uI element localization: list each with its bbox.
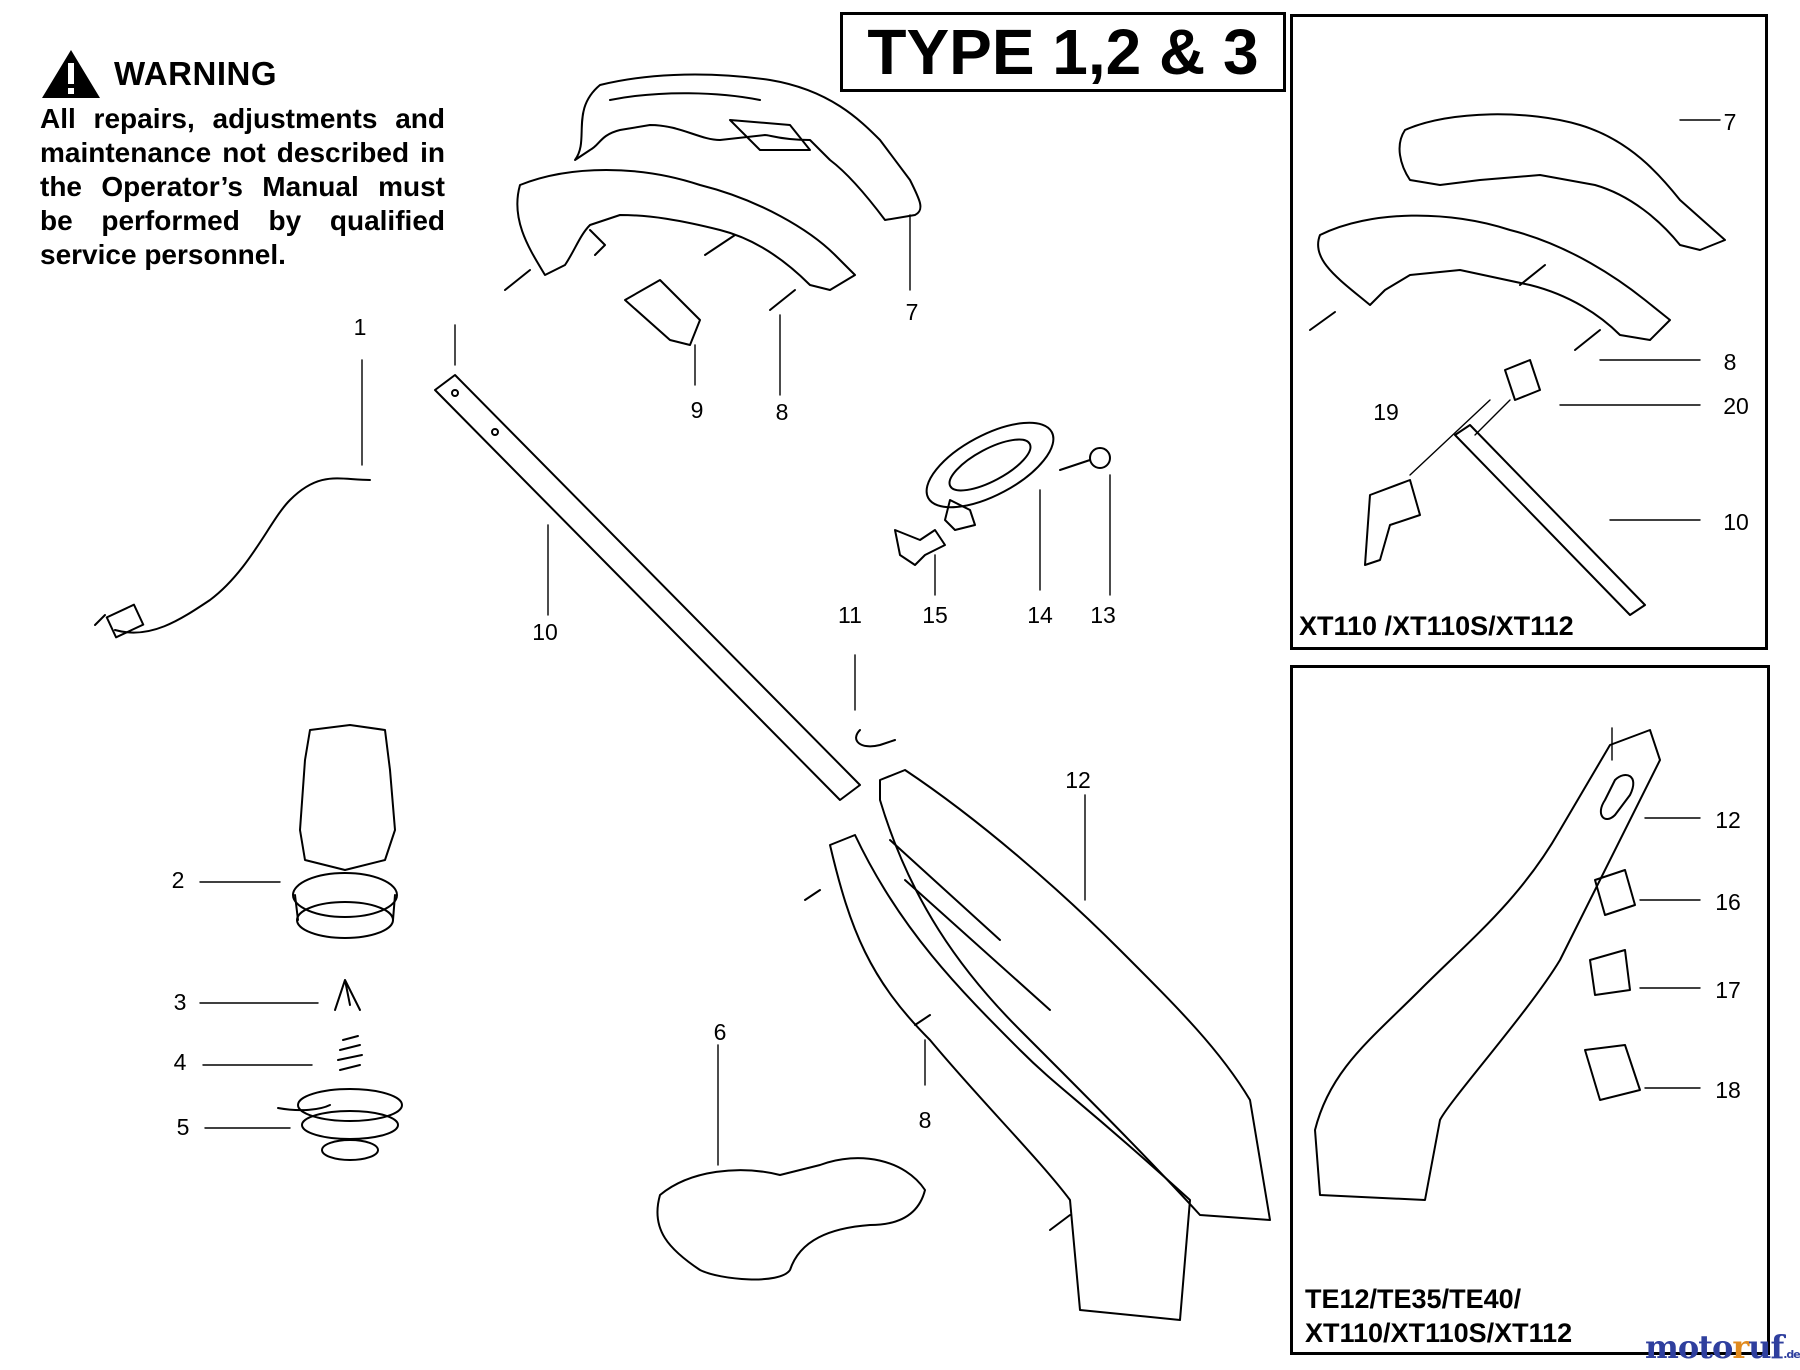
callout-8: 8 [776, 399, 789, 425]
part-9 [624, 279, 701, 346]
panel-lower-label: TE12/TE35/TE40/ XT110/XT110S/XT112 [1305, 1284, 1573, 1348]
callout-1: 1 [354, 314, 367, 340]
part-10-shaft [434, 374, 861, 801]
callout-5: 5 [177, 1114, 190, 1140]
plug [94, 603, 145, 639]
panel-a-parts [1309, 113, 1726, 616]
part-14-handle-loop [925, 421, 1055, 531]
warning-title: WARNING [114, 55, 277, 92]
callout-4: 4 [174, 1049, 187, 1075]
part-6-guard [656, 1157, 926, 1281]
callout-14: 14 [1027, 602, 1053, 628]
part-2-motor [292, 724, 398, 939]
callout-10a: 10 [1723, 509, 1749, 535]
callout-7: 7 [906, 299, 919, 325]
part-11-clip [855, 729, 896, 748]
leader-lines [199, 214, 1111, 1166]
callout-9: 9 [691, 397, 704, 423]
panel-b-parts [1314, 727, 1701, 1201]
type-label: TYPE 1,2 & 3 [840, 12, 1286, 92]
callout-12: 12 [1065, 767, 1091, 793]
part-13-bolt [1059, 447, 1111, 471]
callout-20: 20 [1723, 393, 1749, 419]
part-3-clip [334, 979, 361, 1011]
callout-2: 2 [172, 867, 185, 893]
part-1-power-cord [114, 477, 371, 634]
warning-text: All repairs, adjustments and maintenance… [40, 103, 445, 270]
callout-3: 3 [174, 989, 187, 1015]
callout-11: 11 [838, 602, 862, 628]
part-7-upper-housing [574, 73, 922, 221]
warning-triangle-icon [42, 50, 100, 98]
screws-8 [504, 234, 1071, 1231]
callout-15: 15 [922, 602, 948, 628]
callout-8a: 8 [1724, 349, 1737, 375]
warning-header: WARNING [40, 48, 445, 100]
callout-18: 18 [1715, 1077, 1741, 1103]
part-4-spring [337, 1035, 363, 1071]
panel-te12-lower: TE12/TE35/TE40/ XT110/XT110S/XT112 [1290, 665, 1770, 1355]
part-12-lower-housing [829, 769, 1271, 1321]
callout-13: 13 [1090, 602, 1116, 628]
callout-12a: 12 [1715, 807, 1741, 833]
site-logo: motoruf.de [1645, 1328, 1800, 1366]
callout-6: 6 [714, 1019, 727, 1045]
panel-xt110-upper: XT110 /XT110S/XT112 [1290, 14, 1768, 650]
part-7-front-housing [516, 169, 856, 291]
panel-upper-label: XT110 /XT110S/XT112 [1299, 611, 1574, 641]
callout-16: 16 [1715, 889, 1741, 915]
callout-7a: 7 [1724, 109, 1737, 135]
warning-block: WARNING All repairs, adjustments and mai… [40, 48, 445, 272]
callout-labels: 1 2 3 4 5 6 7 8 8 9 10 11 12 13 14 15 7 … [172, 109, 1749, 1140]
callout-19: 19 [1373, 399, 1399, 425]
callout-8b: 8 [919, 1107, 932, 1133]
part-15-wing-nut [894, 529, 946, 566]
callout-17: 17 [1715, 977, 1741, 1003]
part-5-spool [277, 1088, 403, 1161]
callout-10: 10 [532, 619, 558, 645]
